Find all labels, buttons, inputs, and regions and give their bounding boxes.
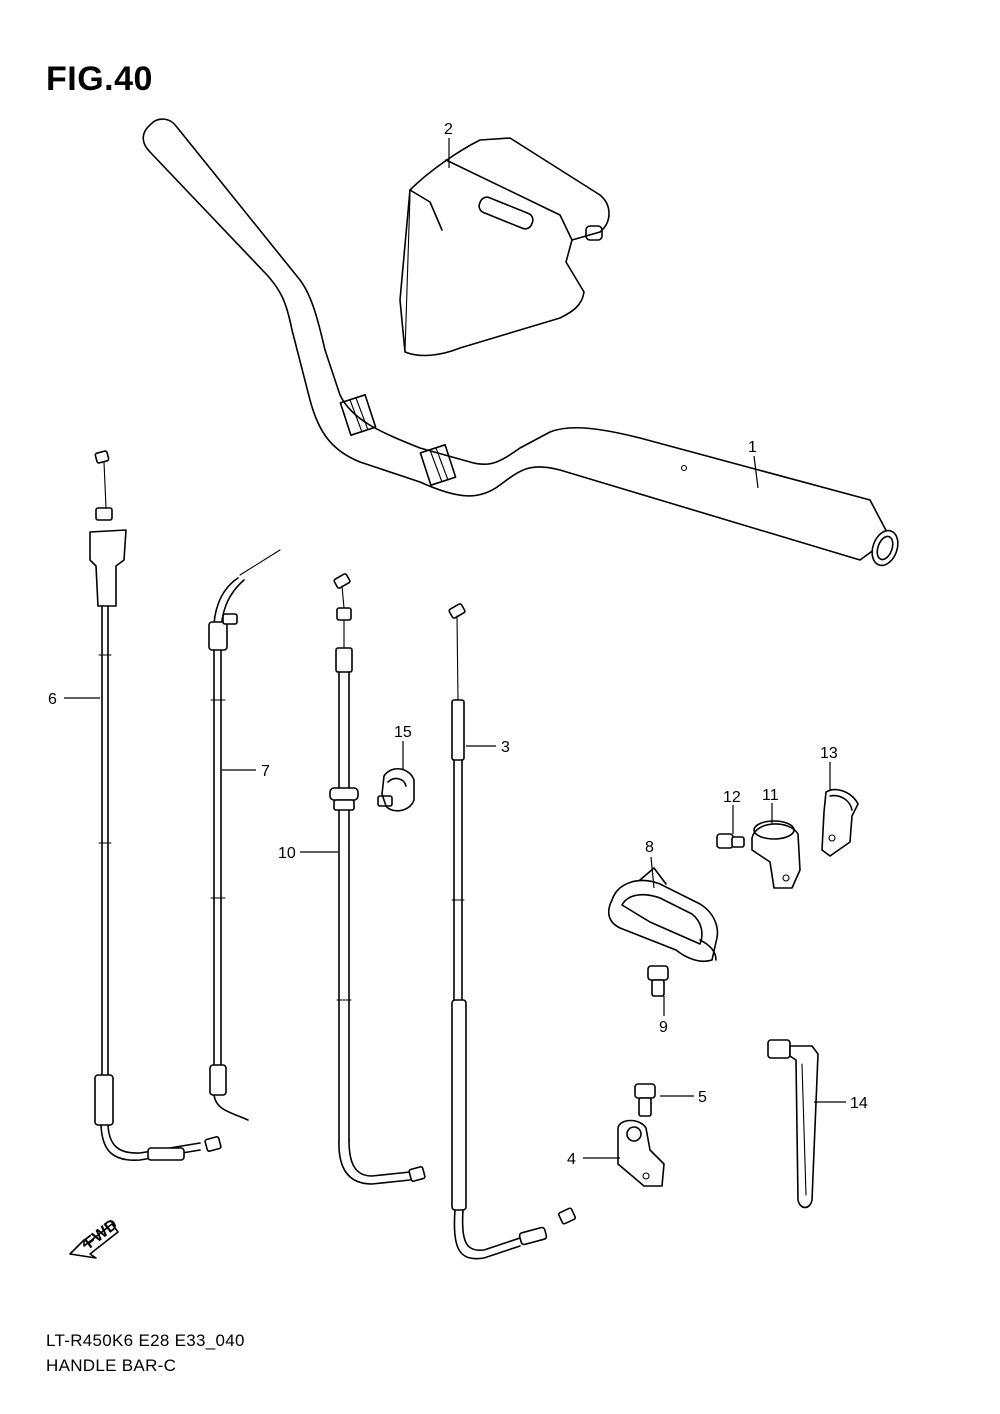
handlebar-part (142, 118, 899, 567)
bolt-9-part (647, 965, 669, 997)
tie-strap-part (767, 1039, 819, 1209)
callout-15: 15 (394, 724, 412, 741)
callout-10: 10 (278, 845, 296, 862)
bolt-12-part (716, 833, 745, 849)
throttle-cable-part (89, 450, 222, 1161)
lever-guard-part (607, 867, 719, 963)
callout-3: 3 (501, 739, 510, 756)
callout-12: 12 (723, 789, 741, 806)
leader-lines (64, 138, 846, 1159)
callout-2: 2 (444, 121, 453, 138)
callout-1: 1 (748, 439, 757, 456)
callout-11: 11 (762, 787, 779, 804)
bolt-5-part (634, 1083, 656, 1117)
figure-title: FIG.40 (46, 60, 153, 98)
fwd-label: FWD (82, 1216, 121, 1252)
cable-3-part (448, 603, 577, 1260)
bracket-4-part (617, 1119, 665, 1187)
footer-section-name: HANDLE BAR-C (46, 1356, 177, 1375)
clamp-15-part (377, 768, 415, 812)
callouts: 2 1 3 4 5 6 7 8 9 10 11 12 13 14 15 (48, 121, 868, 1168)
cable-10-part (329, 573, 426, 1185)
callout-7: 7 (261, 763, 270, 780)
callout-4: 4 (567, 1151, 576, 1168)
callout-6: 6 (48, 691, 57, 708)
footer-model-code: LT-R450K6 E28 E33_040 (46, 1331, 245, 1350)
callout-5: 5 (698, 1089, 707, 1106)
callout-9: 9 (659, 1019, 668, 1036)
forward-arrow-icon: FWD (69, 1216, 121, 1259)
holder-11-part (751, 820, 801, 889)
handlebar-cover-part (399, 137, 610, 357)
cable-7-part (208, 549, 281, 1121)
clamp-13-part (821, 788, 859, 857)
callout-14: 14 (850, 1095, 868, 1112)
callout-13: 13 (820, 745, 838, 762)
callout-8: 8 (645, 839, 654, 856)
